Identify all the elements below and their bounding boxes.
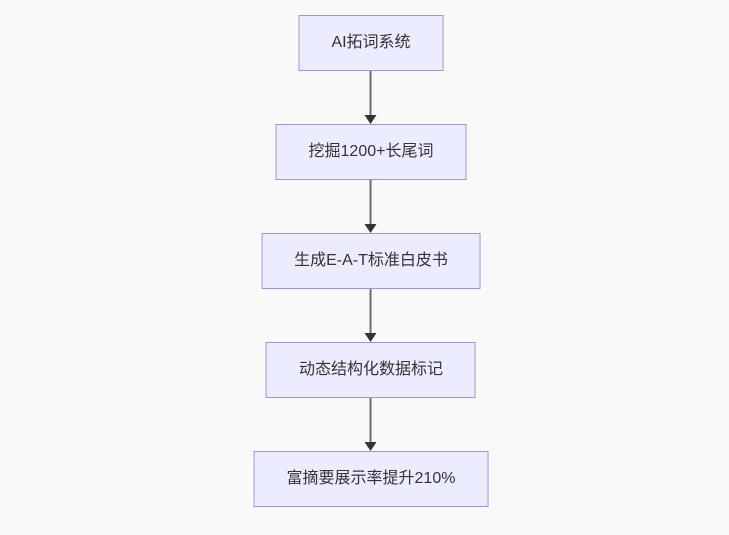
arrow-line: [370, 398, 372, 443]
flow-node-label: 富摘要展示率提升210%: [286, 470, 456, 487]
flowchart: AI拓词系统 挖掘1200+长尾词 生成E-A-T标准白皮书 动态结构化数据标记: [253, 15, 489, 507]
flow-node-label: 生成E-A-T标准白皮书: [294, 252, 448, 269]
flow-node-label: AI拓词系统: [331, 34, 411, 51]
flow-arrow-4: [365, 398, 377, 451]
arrow-line: [370, 289, 372, 334]
flow-arrow-3: [365, 289, 377, 342]
flow-node-mine-longtail-keywords: 挖掘1200+长尾词: [275, 124, 467, 180]
arrow-line: [370, 71, 372, 116]
flow-node-label: 动态结构化数据标记: [298, 361, 443, 378]
flow-arrow-2: [365, 180, 377, 233]
arrowhead-icon: [365, 442, 377, 451]
arrowhead-icon: [365, 224, 377, 233]
flow-node-generate-eat-whitepaper: 生成E-A-T标准白皮书: [261, 233, 481, 289]
flow-node-label: 挖掘1200+长尾词: [308, 143, 434, 160]
flow-node-rich-snippet-rate-increase: 富摘要展示率提升210%: [253, 451, 489, 507]
arrowhead-icon: [365, 115, 377, 124]
flow-arrow-1: [365, 71, 377, 124]
arrowhead-icon: [365, 333, 377, 342]
flow-node-dynamic-structured-data-markup: 动态结构化数据标记: [265, 342, 476, 398]
arrow-line: [370, 180, 372, 225]
flow-node-ai-word-expansion-system: AI拓词系统: [298, 15, 444, 71]
